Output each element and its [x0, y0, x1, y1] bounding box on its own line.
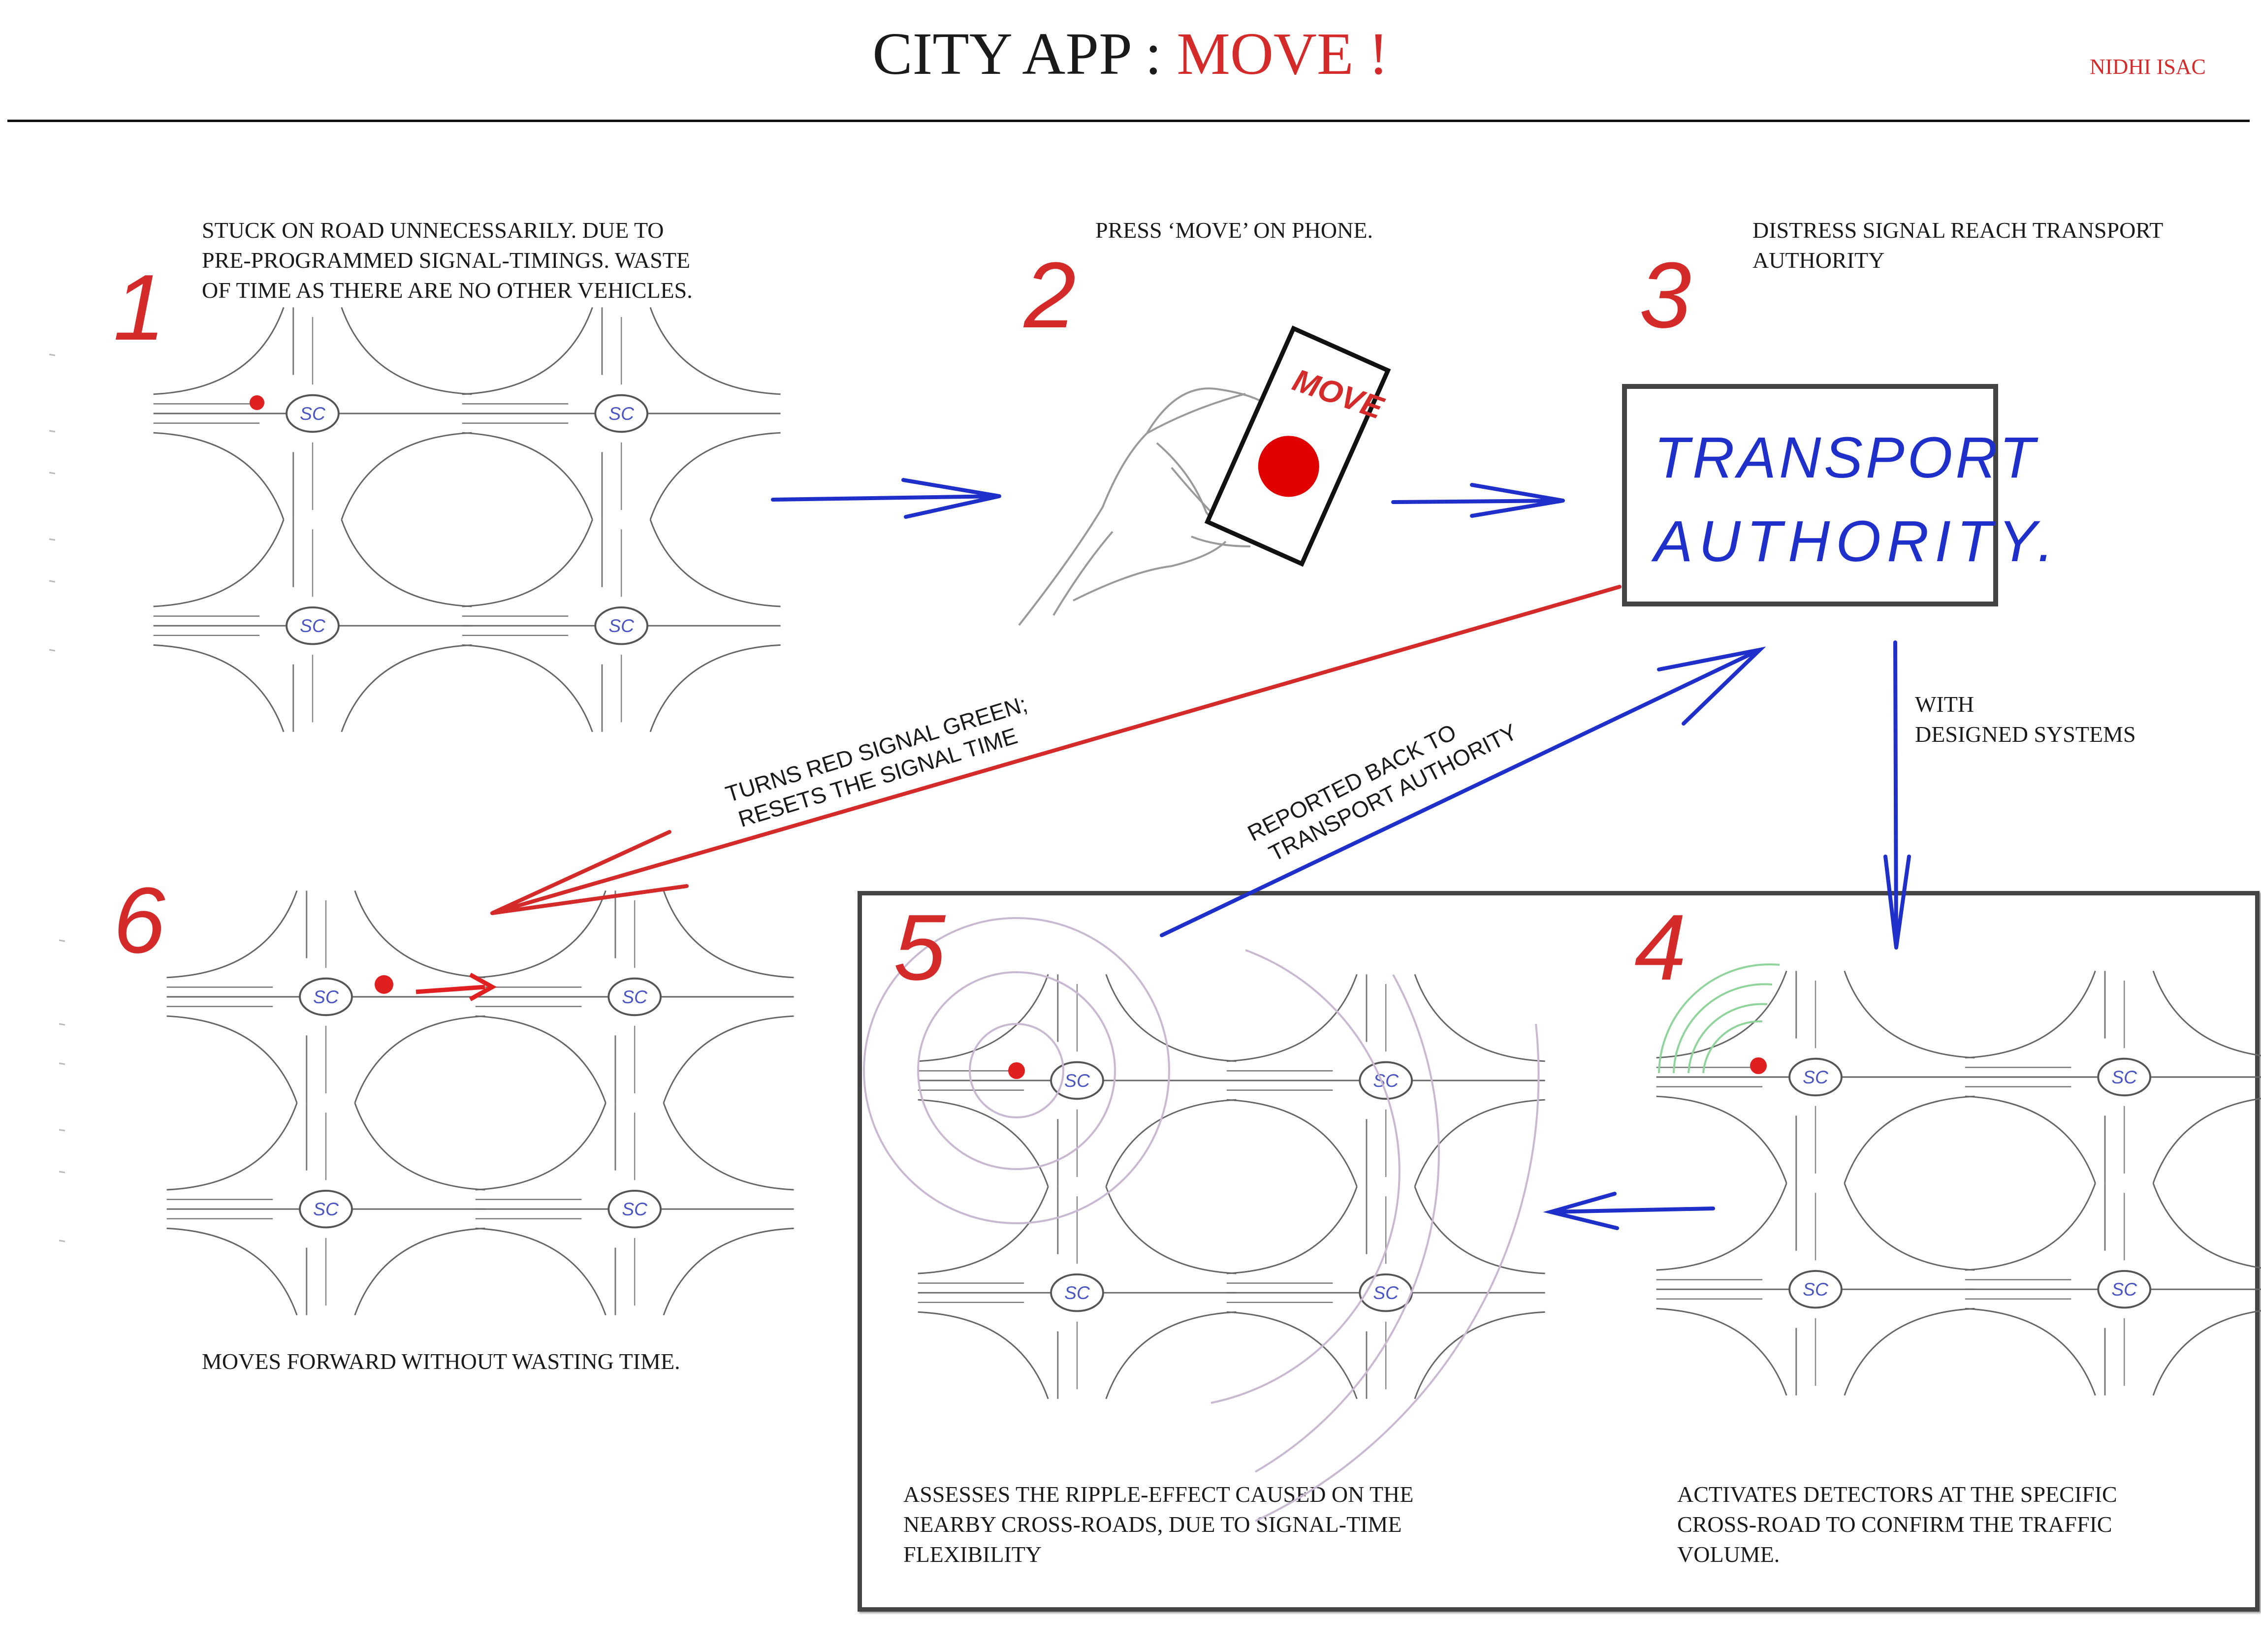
step-1-caption: STUCK ON ROAD UNNECESSARILY. DUE TO PRE-… — [202, 218, 693, 303]
with-designed-systems-label: WITH DESIGNED SYSTEMS — [1915, 692, 2136, 747]
authority-line-2: AUTHORITY. — [1651, 509, 2060, 574]
step-5-road-grid — [863, 917, 1545, 1522]
authority-line-1: TRANSPORT — [1654, 425, 2038, 490]
step-3-number: 3 — [1639, 243, 1691, 348]
step-5-vehicle-dot — [1008, 1062, 1025, 1079]
step-6-caption: MOVES FORWARD WITHOUT WASTING TIME. — [202, 1349, 680, 1374]
margin-ticks — [49, 353, 65, 1242]
arrow-step2-to-step3 — [1391, 483, 1565, 518]
step-4-caption: ACTIVATES DETECTORS AT THE SPECIFIC CROS… — [1677, 1482, 2117, 1567]
arrow-step5-to-step3 — [1160, 646, 1766, 937]
arrow-step4-to-step5 — [1543, 1192, 1715, 1230]
phone-illustration: MOVE — [1018, 325, 1391, 626]
arrow-authority-to-step6 — [490, 585, 1622, 915]
step-2-number: 2 — [1023, 243, 1076, 348]
step-6-number: 6 — [113, 868, 165, 973]
analysis-panel-frame — [858, 891, 2260, 1612]
title-prefix: CITY APP : — [872, 21, 1162, 87]
transport-authority-box: TRANSPORT AUTHORITY. — [1622, 384, 2060, 606]
step-4-vehicle-dot — [1750, 1057, 1767, 1074]
step-4-road-grid — [1656, 963, 2261, 1396]
move-button[interactable] — [1248, 426, 1329, 507]
page-title: CITY APP : MOVE ! — [0, 15, 2261, 94]
step-3-caption: DISTRESS SIGNAL REACH TRANSPORT AUTHORIT… — [1752, 218, 2164, 273]
author-name: NIDHI ISAC — [2090, 55, 2206, 79]
step-1-vehicle-dot — [250, 395, 264, 410]
step-6-vehicle-dot — [375, 975, 393, 994]
step-6-motion-arrow — [415, 985, 485, 994]
title-accent: MOVE ! — [1177, 21, 1389, 87]
arrow-step1-to-step2 — [771, 478, 1001, 519]
step-1-number: 1 — [113, 255, 165, 360]
step-4-number: 4 — [1634, 895, 1687, 1000]
step-5-caption: ASSESSES THE RIPPLE-EFFECT CAUSED ON THE… — [903, 1482, 1414, 1567]
header-divider — [7, 120, 2250, 122]
step-2-caption: PRESS ‘MOVE’ ON PHONE. — [1095, 218, 1373, 243]
arrow-step3-to-step4 — [1883, 640, 1911, 950]
step-6-road-grid — [167, 890, 794, 1315]
detector-signal-arcs — [1658, 963, 1780, 1074]
ripple-effect-rings — [863, 917, 1540, 1522]
step-5-number: 5 — [893, 895, 946, 1000]
step-1-road-grid — [154, 307, 781, 731]
